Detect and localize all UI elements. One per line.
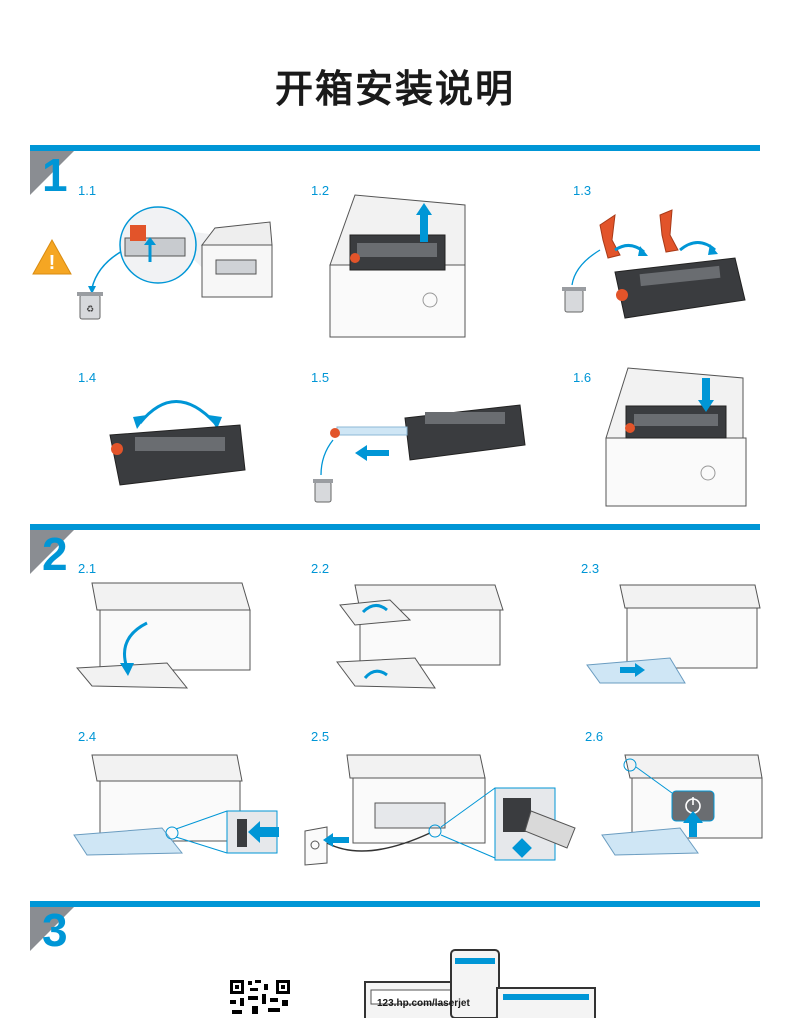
section-3-number: 3 bbox=[42, 904, 68, 956]
step-label: 2.2 bbox=[311, 561, 330, 576]
illustration-2-2 bbox=[335, 580, 505, 695]
section-2-marker bbox=[30, 530, 74, 574]
step-label: 1.3 bbox=[573, 183, 592, 198]
step-label: 1.1 bbox=[78, 183, 97, 198]
illustration-2-5 bbox=[304, 753, 585, 868]
warning-icon: ! bbox=[32, 238, 72, 275]
recycle-bin-icon bbox=[313, 479, 333, 503]
svg-text:!: ! bbox=[49, 252, 56, 274]
step-label: 2.5 bbox=[311, 729, 330, 744]
illustration-1-6 bbox=[598, 367, 758, 508]
illustration-2-3 bbox=[585, 583, 761, 693]
step-label: 2.6 bbox=[585, 729, 604, 744]
illustration-2-4 bbox=[72, 753, 292, 863]
section-1-bar bbox=[30, 145, 760, 151]
page-title: 开箱安装说明 bbox=[274, 67, 515, 111]
section-1-marker bbox=[30, 151, 74, 195]
recycle-bin-icon: ♻ bbox=[77, 292, 103, 320]
step-label: 2.4 bbox=[78, 729, 97, 744]
section-3-marker bbox=[30, 907, 74, 951]
section-3-bar bbox=[30, 901, 760, 907]
step-label: 2.3 bbox=[581, 561, 600, 576]
hp-logo-icon bbox=[700, 465, 716, 481]
svg-text:♻: ♻ bbox=[86, 305, 94, 315]
step-label: 2.1 bbox=[78, 561, 97, 576]
illustration-1-3 bbox=[560, 209, 760, 325]
qr-code-icon bbox=[228, 978, 292, 1018]
step-label: 1.4 bbox=[78, 370, 97, 385]
illustration-1-1: ! ♻ bbox=[30, 200, 280, 330]
recycle-bin-icon bbox=[562, 287, 586, 313]
section-2-bar bbox=[30, 524, 760, 530]
step-label: 1.5 bbox=[311, 370, 330, 385]
hp-logo-icon bbox=[422, 292, 438, 308]
section-1-number: 1 bbox=[42, 149, 68, 201]
setup-url-text: 123.hp.com/laserjet bbox=[377, 998, 470, 1009]
illustration-1-4 bbox=[105, 385, 250, 495]
section-2-number: 2 bbox=[42, 528, 68, 580]
illustration-2-1 bbox=[72, 578, 252, 693]
step-label: 1.6 bbox=[573, 370, 592, 385]
illustration-1-2 bbox=[315, 194, 475, 340]
step-label: 1.2 bbox=[311, 183, 330, 198]
illustration-1-5 bbox=[313, 400, 535, 510]
illustration-2-6 bbox=[600, 753, 765, 863]
